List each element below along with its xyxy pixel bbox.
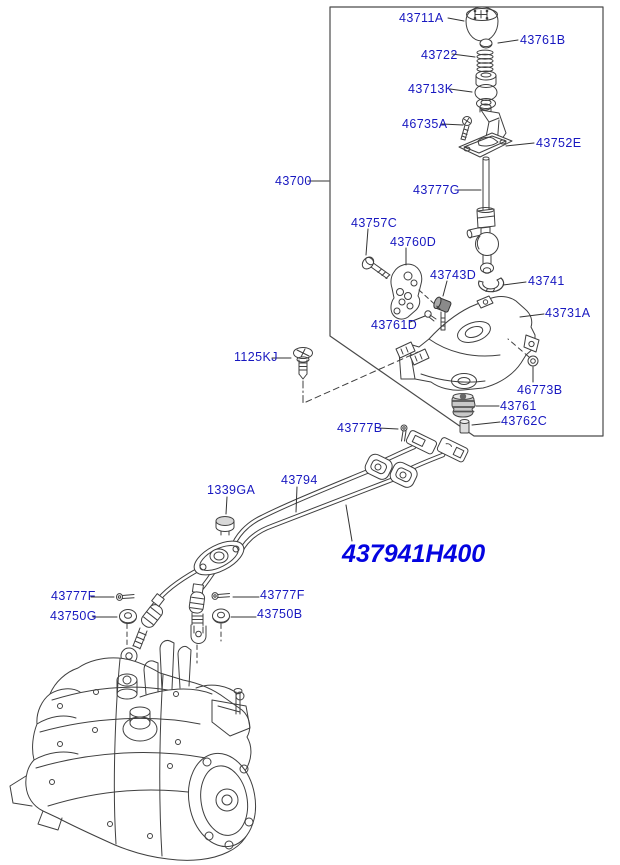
grommet-1339GA-drawing xyxy=(215,516,235,536)
part-label-43731A[interactable]: 43731A xyxy=(545,306,591,320)
part-label-43711A[interactable]: 43711A xyxy=(399,11,444,25)
part-label-43794[interactable]: 43794 xyxy=(281,473,318,487)
nut-46773B-drawing xyxy=(507,338,539,367)
washer-43750G-drawing xyxy=(119,609,137,624)
spring-drawing xyxy=(476,49,494,73)
housing-43731A-drawing xyxy=(395,295,540,391)
knob-cap-drawing xyxy=(479,38,493,49)
screw-1125KJ-drawing xyxy=(293,347,419,405)
part-label-43713K[interactable]: 43713K xyxy=(408,82,454,96)
leader-1339GA xyxy=(225,496,228,515)
cable-connector-drawing xyxy=(364,430,469,488)
part-label-46735A[interactable]: 46735A xyxy=(402,117,448,131)
leader-437941H400 xyxy=(345,504,353,542)
part-label-1125KJ[interactable]: 1125KJ xyxy=(234,350,278,364)
leader-43777B xyxy=(377,427,399,430)
leader-43757C xyxy=(365,228,369,256)
grommet-43761-drawing xyxy=(451,393,476,418)
cotter-pin-43777F-right-drawing xyxy=(211,592,230,600)
part-label-43777G[interactable]: 43777G xyxy=(413,183,460,197)
boot-set-drawing xyxy=(474,70,498,109)
transaxle-drawing xyxy=(9,640,257,861)
leader-43761B xyxy=(497,39,519,44)
cable-left-end-drawing xyxy=(120,593,165,665)
cotter-pin-43777B-drawing xyxy=(400,424,408,442)
mount-plate-43752E-drawing xyxy=(458,132,513,158)
part-label-43757C[interactable]: 43757C xyxy=(351,216,398,230)
leader-43794 xyxy=(295,486,298,513)
leader-43743D xyxy=(442,280,448,297)
detail-box-frame xyxy=(329,6,604,437)
retainer-ring-43741-drawing xyxy=(477,277,505,293)
bolt-46735A-drawing xyxy=(460,116,472,141)
part-label-43760D[interactable]: 43760D xyxy=(390,235,437,249)
part-label-46773B[interactable]: 46773B xyxy=(517,383,563,397)
part-label-43777F-left[interactable]: 43777F xyxy=(51,589,96,603)
leader-43761D xyxy=(409,315,426,323)
bushing-43743D-drawing xyxy=(433,296,452,331)
part-label-43750G[interactable]: 43750G xyxy=(50,609,97,623)
part-label-43750B[interactable]: 43750B xyxy=(257,607,303,621)
cable-right-end-drawing xyxy=(188,583,207,644)
highlighted-part-number[interactable]: 437941H400 xyxy=(342,540,486,568)
leader-43722 xyxy=(451,53,476,58)
leader-43741 xyxy=(502,281,527,286)
part-label-43743D[interactable]: 43743D xyxy=(430,268,477,282)
part-label-43777B[interactable]: 43777B xyxy=(337,421,383,435)
leader-43711A xyxy=(447,17,465,22)
leader-43762C xyxy=(471,421,501,426)
part-label-43761D[interactable]: 43761D xyxy=(371,318,418,332)
cotter-pin-43777F-left-drawing xyxy=(116,593,135,601)
pin-43762C-drawing xyxy=(459,419,470,434)
part-label-43752E[interactable]: 43752E xyxy=(536,136,582,150)
leader-43713K xyxy=(449,88,473,93)
lever-rod-drawing xyxy=(466,156,499,274)
part-label-1339GA[interactable]: 1339GA xyxy=(207,483,256,497)
part-label-43762C[interactable]: 43762C xyxy=(501,414,548,428)
leader-43731A xyxy=(519,313,545,318)
leader-lines xyxy=(90,17,545,618)
part-label-43761[interactable]: 43761 xyxy=(500,399,537,413)
plate-43760D-drawing xyxy=(390,263,423,320)
part-label-43700[interactable]: 43700 xyxy=(275,174,312,188)
part-label-43741[interactable]: 43741 xyxy=(528,274,565,288)
shift-knob-drawing xyxy=(465,6,499,42)
leader-46735A xyxy=(441,123,464,126)
part-label-43761B[interactable]: 43761B xyxy=(520,33,566,47)
leader-43752E xyxy=(505,142,535,147)
part-label-43722[interactable]: 43722 xyxy=(421,48,458,62)
part-label-43777F-right[interactable]: 43777F xyxy=(260,588,305,602)
flange-plate-drawing xyxy=(193,540,245,576)
washer-43750B-drawing xyxy=(212,608,230,624)
bolt-43757C-drawing xyxy=(361,256,391,279)
pin-43761D-drawing xyxy=(424,310,437,322)
